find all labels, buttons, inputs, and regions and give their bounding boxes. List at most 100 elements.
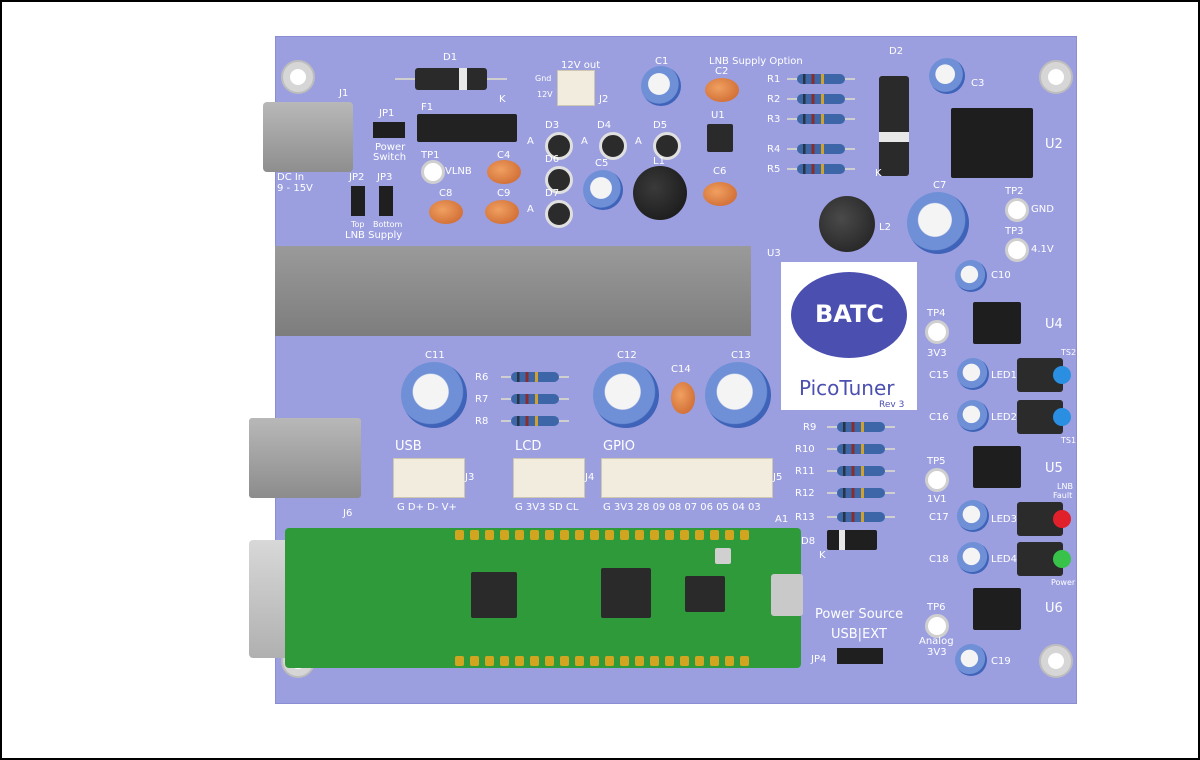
jumper-jp1[interactable] — [373, 122, 405, 138]
capacitor-c13 — [705, 362, 771, 428]
label-a3: A — [635, 136, 642, 147]
ic-u1 — [707, 124, 733, 152]
capacitor-c16 — [957, 400, 989, 432]
label-u4: U4 — [1045, 317, 1063, 332]
label-3v3: 3V3 — [927, 348, 947, 359]
bootsel-button[interactable] — [715, 548, 731, 564]
label-r12: R12 — [795, 488, 815, 499]
pico-chip — [471, 572, 517, 618]
diode-d8 — [827, 530, 877, 550]
label-u3: U3 — [767, 248, 781, 259]
test-point-tp1[interactable] — [421, 160, 445, 184]
label-gpio: GPIO — [603, 439, 635, 454]
led4 — [1017, 542, 1071, 576]
logo-text: BATC — [815, 300, 884, 328]
label-power: Power — [375, 142, 406, 153]
label-12v-j2: 12V — [537, 90, 553, 99]
capacitor-c15 — [957, 358, 989, 390]
label-k-d8: K — [819, 550, 826, 561]
connector-j3-usb[interactable] — [393, 458, 465, 498]
capacitor-c9 — [485, 200, 519, 224]
led2-lens — [1053, 408, 1071, 426]
label-usb-pins: G D+ D- V+ — [397, 502, 457, 513]
led3 — [1017, 502, 1071, 536]
capacitor-c6 — [703, 182, 737, 206]
label-tp5: TP5 — [927, 456, 946, 467]
label-k1: K — [499, 94, 506, 105]
label-gnd: GND — [1031, 204, 1054, 215]
label-lnb-supply: LNB Supply — [345, 230, 403, 241]
label-j5: J5 — [773, 472, 783, 483]
label-tp3: TP3 — [1005, 226, 1024, 237]
inductor-l1 — [633, 166, 687, 220]
capacitor-c10 — [955, 260, 987, 292]
pcb-board: J1 DC In 9 - 15V D1 K JP1 Power Switch F… — [249, 36, 1077, 704]
capacitor-c17 — [957, 500, 989, 532]
label-a1: A — [527, 136, 534, 147]
label-tp4: TP4 — [927, 308, 946, 319]
label-gnd-j2: Gnd — [535, 74, 552, 83]
label-k2: K — [875, 168, 882, 179]
label-switch: Switch — [373, 152, 407, 163]
regulator-u5 — [973, 446, 1021, 488]
label-c14: C14 — [671, 364, 691, 375]
pico-board — [285, 528, 803, 668]
connector-j2[interactable] — [557, 70, 595, 106]
label-r1: R1 — [767, 74, 781, 85]
jumper-jp3[interactable] — [379, 186, 393, 216]
test-point-tp6[interactable] — [925, 614, 949, 638]
label-c15: C15 — [929, 370, 949, 381]
diode-d7 — [545, 200, 573, 228]
inductor-l2 — [819, 196, 875, 252]
label-c9: C9 — [497, 188, 511, 199]
label-analog-3v3: 3V3 — [927, 647, 947, 658]
label-led4: LED4 — [991, 554, 1017, 565]
label-c1: C1 — [655, 56, 669, 67]
led1-lens — [1053, 366, 1071, 384]
label-u1: U1 — [711, 110, 725, 121]
led3-lens — [1053, 510, 1071, 528]
test-point-tp4[interactable] — [925, 320, 949, 344]
connector-j5-gpio[interactable] — [601, 458, 773, 498]
test-point-tp3[interactable] — [1005, 238, 1029, 262]
label-r9: R9 — [803, 422, 817, 433]
jumper-jp4[interactable] — [837, 648, 883, 664]
test-point-tp2[interactable] — [1005, 198, 1029, 222]
capacitor-c5 — [583, 170, 623, 210]
label-j4: J4 — [585, 472, 595, 483]
label-jp1: JP1 — [379, 108, 395, 119]
label-usb: USB — [395, 439, 422, 454]
micro-usb-port[interactable] — [771, 574, 803, 616]
diode-d5 — [653, 132, 681, 160]
label-fault: Fault — [1053, 491, 1073, 500]
label-d1: D1 — [443, 52, 458, 63]
label-u2: U2 — [1045, 137, 1063, 152]
label-lcd: LCD — [515, 439, 542, 454]
capacitor-c3 — [929, 58, 965, 94]
jumper-jp2[interactable] — [351, 186, 365, 216]
usb-b-connector-j6[interactable] — [249, 418, 361, 498]
test-point-tp5[interactable] — [925, 468, 949, 492]
connector-j4-lcd[interactable] — [513, 458, 585, 498]
label-c10: C10 — [991, 270, 1011, 281]
label-r11: R11 — [795, 466, 815, 477]
label-r8: R8 — [475, 416, 489, 427]
capacitor-c18 — [957, 542, 989, 574]
label-c19: C19 — [991, 656, 1011, 667]
label-l1: L1 — [653, 156, 665, 167]
label-j3: J3 — [465, 472, 475, 483]
capacitor-c7 — [907, 192, 969, 254]
label-led3: LED3 — [991, 514, 1017, 525]
capacitor-c1 — [641, 66, 681, 106]
fuse-f1 — [417, 114, 517, 142]
regulator-u2 — [951, 108, 1033, 178]
label-lcd-pins: G 3V3 SD CL — [515, 502, 579, 513]
resistor-r7 — [501, 394, 569, 404]
resistor-r6 — [501, 372, 569, 382]
label-d2: D2 — [889, 46, 904, 57]
label-r2: R2 — [767, 94, 781, 105]
label-dc-range: 9 - 15V — [277, 183, 313, 194]
label-u6: U6 — [1045, 601, 1063, 616]
diode-d1 — [395, 68, 507, 90]
label-c16: C16 — [929, 412, 949, 423]
